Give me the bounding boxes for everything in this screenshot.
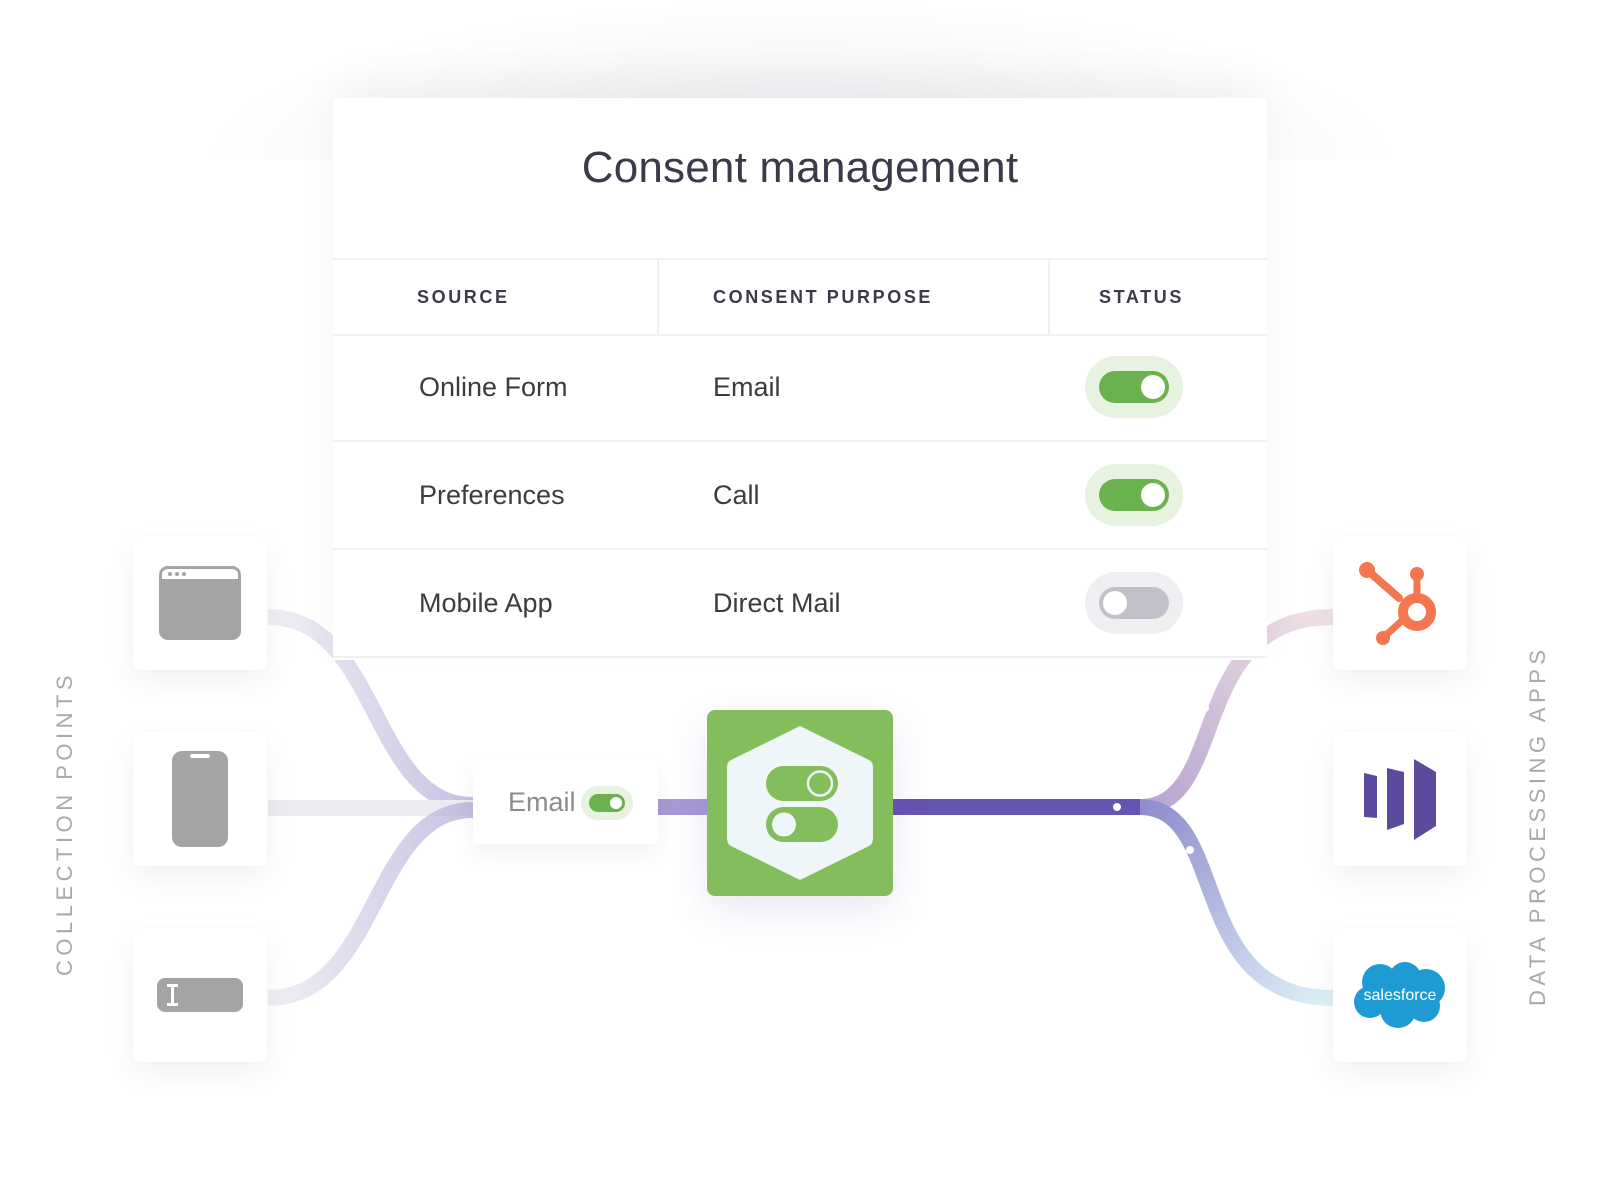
- collection-point-browser[interactable]: [133, 536, 267, 670]
- salesforce-logo-icon: salesforce: [1354, 962, 1445, 1028]
- purpose-cell: Direct Mail: [713, 588, 841, 618]
- flow-dot: [1186, 846, 1194, 854]
- purpose-cell: Call: [713, 480, 760, 510]
- consent-hub[interactable]: [707, 710, 893, 896]
- flow-line-hubspot: [1139, 609, 1334, 815]
- mobile-phone-icon: [172, 751, 228, 847]
- column-header-consent-purpose[interactable]: CONSENT PURPOSE: [713, 287, 934, 307]
- status-toggle[interactable]: [1085, 464, 1183, 526]
- table-row: Online Form Email: [333, 334, 1267, 442]
- column-divider: [1048, 260, 1050, 334]
- collection-point-mobile[interactable]: [133, 732, 267, 866]
- app-salesforce[interactable]: salesforce: [1333, 928, 1467, 1062]
- table-row: Preferences Call: [333, 442, 1267, 550]
- table-header: SOURCE CONSENT PURPOSE STATUS: [333, 258, 1267, 336]
- flow-dot: [1113, 803, 1121, 811]
- purpose-cell: Email: [713, 372, 781, 402]
- browser-window-icon: [159, 566, 241, 640]
- app-hubspot[interactable]: [1333, 536, 1467, 670]
- data-processing-apps-label: DATA PROCESSING APPS: [1525, 645, 1550, 1006]
- column-header-status[interactable]: STATUS: [1099, 287, 1184, 307]
- salesforce-wordmark: salesforce: [1364, 987, 1437, 1004]
- status-toggle[interactable]: [1085, 572, 1183, 634]
- column-divider: [657, 260, 659, 334]
- consent-management-card: Consent management SOURCE CONSENT PURPOS…: [333, 98, 1267, 660]
- consent-toggles-hexagon-icon: [727, 726, 873, 880]
- toggle-knob: [610, 797, 622, 809]
- table-row: Mobile App Direct Mail: [333, 550, 1267, 658]
- toggle-knob: [1141, 483, 1165, 507]
- toggle-knob: [1141, 375, 1165, 399]
- status-toggle[interactable]: [1085, 356, 1183, 418]
- flow-line-salesforce: [1139, 799, 1334, 1006]
- collection-point-text-input[interactable]: [133, 928, 267, 1062]
- source-cell: Preferences: [419, 480, 565, 510]
- flow-line-browser: [267, 609, 474, 813]
- email-chip-toggle[interactable]: [581, 786, 633, 820]
- card-title: Consent management: [581, 143, 1019, 192]
- marketo-logo-icon: [1364, 759, 1436, 840]
- email-chip-label: Email: [508, 787, 576, 817]
- hubspot-logo-icon: [1359, 562, 1436, 645]
- flow-line-text-input: [267, 802, 474, 1006]
- text-input-icon: [157, 978, 243, 1012]
- source-cell: Online Form: [419, 372, 568, 402]
- toggle-knob: [1103, 591, 1127, 615]
- email-consent-chip[interactable]: Email: [473, 760, 658, 844]
- source-cell: Mobile App: [419, 588, 553, 618]
- app-marketo[interactable]: [1333, 732, 1467, 866]
- column-header-source[interactable]: SOURCE: [417, 287, 510, 307]
- collection-points-label: COLLECTION POINTS: [52, 670, 77, 976]
- flow-dot: [1201, 704, 1209, 712]
